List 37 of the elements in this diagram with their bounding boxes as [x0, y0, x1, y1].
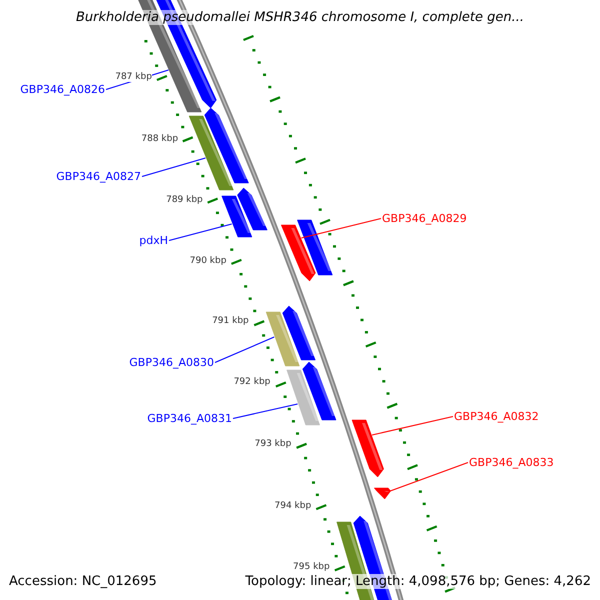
scale-label: 788 kbp — [141, 134, 178, 144]
gene-label: pdxH — [139, 234, 168, 247]
gene-block — [297, 220, 333, 276]
scale-label: 789 kbp — [166, 195, 203, 205]
gene-block — [188, 116, 234, 190]
gene-label: GBP346_A0827 — [56, 170, 141, 183]
gene-label: GBP346_A0832 — [454, 410, 539, 423]
info-text: Accession: NC_012695 — [9, 574, 157, 589]
scale-label: 787 kbp — [115, 72, 152, 82]
leader-line — [390, 462, 468, 492]
leader-line — [214, 336, 275, 363]
scale-label: 792 kbp — [234, 377, 270, 387]
leader-line — [300, 218, 382, 238]
gene-block — [237, 188, 268, 230]
gene-block — [286, 370, 320, 426]
scale-label: 795 kbp — [293, 562, 330, 572]
gene-label: GBP346_A0833 — [469, 456, 554, 469]
scale-label: 794 kbp — [274, 501, 312, 511]
gene-label: GBP346_A0829 — [382, 212, 467, 225]
gene-block — [280, 224, 316, 282]
gene-block — [204, 108, 249, 184]
gene-label: GBP346_A0826 — [20, 83, 105, 96]
gene-block — [266, 312, 300, 366]
leader-line — [168, 224, 232, 241]
leader-line — [232, 404, 298, 419]
gene-block — [352, 420, 384, 478]
gene-label: GBP346_A0831 — [147, 412, 232, 425]
gene-block — [282, 306, 316, 360]
scale-label: 791 kbp — [212, 316, 249, 326]
scale-label: 793 kbp — [254, 439, 292, 449]
leader-line — [372, 416, 454, 436]
leader-line — [142, 158, 206, 177]
gene-block — [222, 196, 252, 238]
scale-label: 790 kbp — [190, 256, 226, 266]
gene-block — [302, 362, 336, 420]
gene-block — [374, 488, 391, 500]
gene-label: GBP346_A0830 — [129, 356, 214, 369]
